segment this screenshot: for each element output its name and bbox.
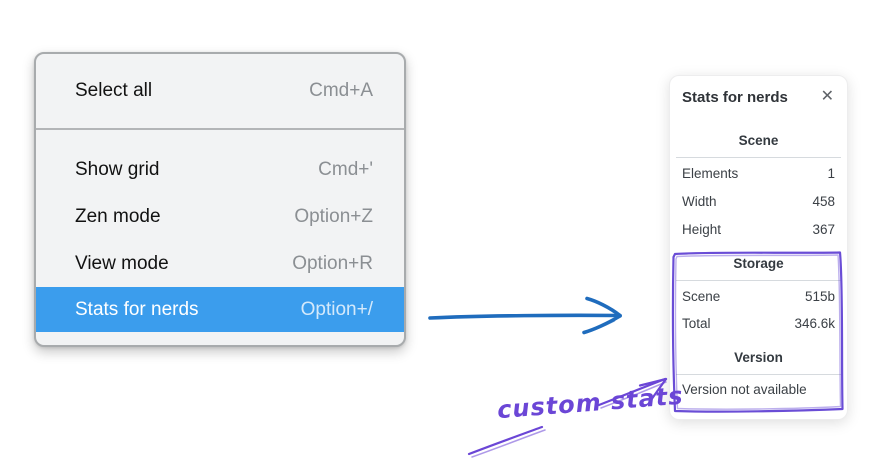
stats-panel-title: Stats for nerds — [682, 88, 788, 106]
menu-group: Show grid Cmd+' Zen mode Option+Z View m… — [36, 130, 404, 332]
stat-value: 346.6k — [794, 316, 835, 331]
context-menu: Select all Cmd+A Show grid Cmd+' Zen mod… — [34, 52, 406, 347]
stat-value: 458 — [812, 194, 835, 209]
stat-row-total-storage: Total 346.6k — [682, 310, 835, 337]
stat-value: 367 — [812, 222, 835, 237]
stat-row-height: Height 367 — [682, 216, 835, 244]
section-heading-scene: Scene — [738, 133, 779, 148]
menu-item-label: Stats for nerds — [75, 298, 199, 320]
stat-label: Elements — [682, 166, 739, 181]
menu-item-label: View mode — [75, 252, 169, 274]
stats-panel: Stats for nerds ✕ Scene Elements 1 Width… — [669, 75, 848, 420]
section-divider — [676, 157, 841, 158]
menu-divider — [36, 128, 404, 130]
menu-item-zen-mode[interactable]: Zen mode Option+Z — [36, 193, 404, 240]
flow-arrow-icon — [428, 296, 622, 335]
menu-item-label: Show grid — [75, 158, 160, 180]
stat-row-width: Width 458 — [682, 188, 835, 216]
close-icon[interactable]: ✕ — [820, 88, 834, 105]
section-divider — [676, 374, 841, 375]
stat-value: 1 — [827, 166, 835, 181]
menu-item-shortcut: Option+Z — [294, 205, 373, 227]
menu-item-shortcut: Cmd+' — [318, 158, 373, 180]
version-note: Version not available — [682, 382, 807, 397]
section-divider — [676, 280, 841, 281]
section-heading-storage: Storage — [733, 256, 784, 271]
menu-item-select-all[interactable]: Select all Cmd+A — [36, 54, 404, 128]
menu-item-label: Zen mode — [75, 205, 161, 227]
section-heading-version: Version — [734, 350, 783, 365]
menu-item-stats-for-nerds[interactable]: Stats for nerds Option+/ — [36, 287, 404, 332]
menu-item-shortcut: Option+R — [292, 252, 373, 274]
annotation-label: custom stats — [496, 381, 685, 425]
annotation-arrow-icon — [467, 377, 668, 458]
stat-label: Width — [682, 194, 717, 209]
menu-item-shortcut: Cmd+A — [309, 80, 373, 101]
menu-item-show-grid[interactable]: Show grid Cmd+' — [36, 146, 404, 193]
stat-label: Total — [682, 316, 711, 331]
menu-item-label: Select all — [75, 80, 153, 101]
stat-row-scene-storage: Scene 515b — [682, 283, 835, 310]
stat-label: Scene — [682, 289, 721, 304]
menu-item-shortcut: Option+/ — [300, 298, 373, 320]
scene-rows: Elements 1 Width 458 Height 367 — [682, 160, 835, 244]
stat-label: Height — [682, 222, 722, 237]
menu-item-view-mode[interactable]: View mode Option+R — [36, 240, 404, 287]
stat-value: 515b — [804, 289, 835, 304]
stats-panel-header: Stats for nerds ✕ — [682, 86, 835, 108]
stat-row-elements: Elements 1 — [682, 160, 835, 188]
storage-rows: Scene 515b Total 346.6k — [682, 283, 835, 337]
